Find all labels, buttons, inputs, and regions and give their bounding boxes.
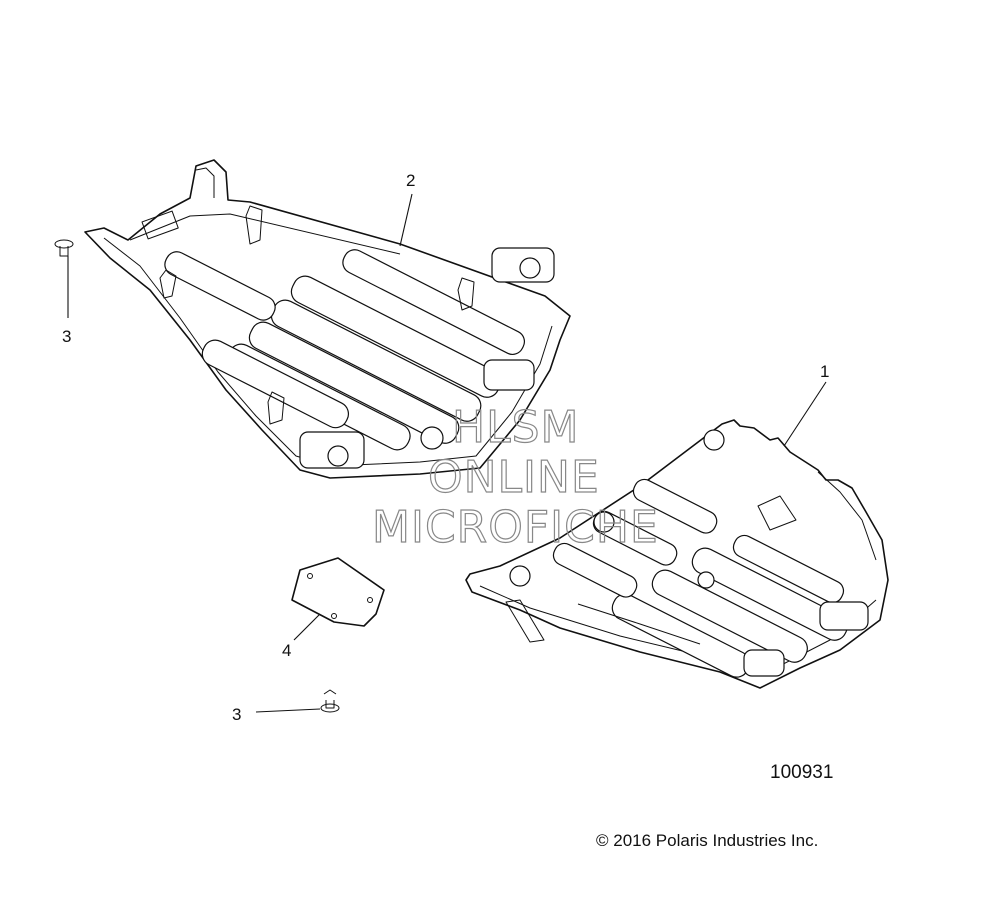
watermark-line-2: ONLINE — [428, 452, 600, 503]
skid-plate-part-1 — [465, 419, 889, 689]
watermark: HLSM ONLINE MICROFICHE — [371, 401, 659, 553]
callout-4: 4 — [282, 641, 291, 660]
watermark-line-1: HLSM — [452, 402, 580, 453]
watermark-line-3: MICROFICHE — [372, 502, 659, 553]
callout-2: 2 — [406, 171, 415, 190]
fastener-part-3-upper — [54, 239, 74, 257]
fastener-part-3-lower — [320, 689, 340, 713]
callout-3-lower: 3 — [232, 705, 241, 724]
leader-lines — [67, 193, 827, 713]
skid-plate-part-2 — [84, 159, 571, 479]
callout-3-upper: 3 — [62, 327, 71, 346]
part-2-mount-pads — [299, 247, 555, 469]
cover-plate-part-4 — [291, 557, 385, 627]
part-1-mount-pads — [509, 429, 869, 677]
part-1-ribs — [552, 478, 848, 678]
copyright-notice: © 2016 Polaris Industries Inc. — [596, 831, 819, 850]
figure-number: 100931 — [770, 762, 834, 783]
part-2-ribs — [164, 249, 526, 451]
callout-1: 1 — [820, 362, 829, 381]
